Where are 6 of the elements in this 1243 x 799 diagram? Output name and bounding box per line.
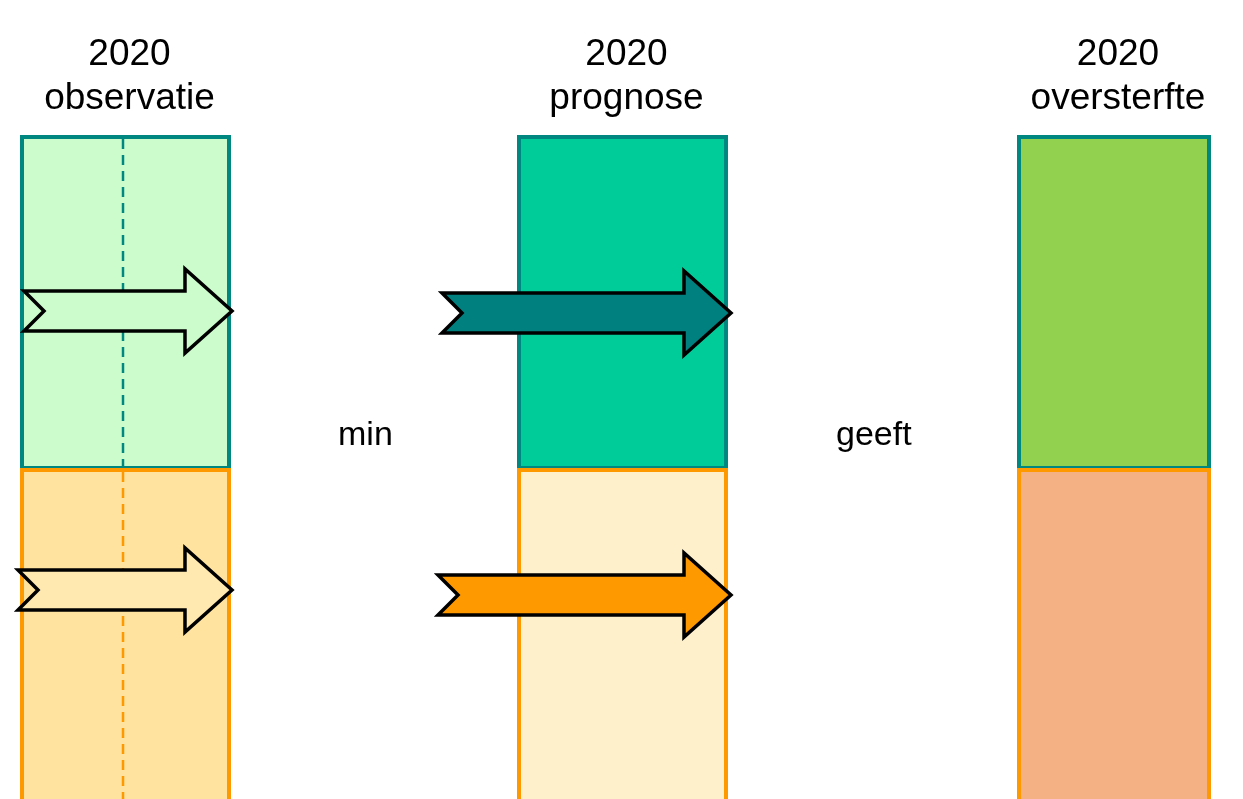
column-box (1017, 468, 1211, 799)
column-heading: 2020 oversterfte (1029, 31, 1207, 119)
operator-label: geeft (836, 414, 912, 453)
operator-label: min (338, 414, 393, 453)
column-heading: 2020 prognose (548, 31, 705, 119)
column-heading: 2020 observatie (43, 31, 216, 119)
